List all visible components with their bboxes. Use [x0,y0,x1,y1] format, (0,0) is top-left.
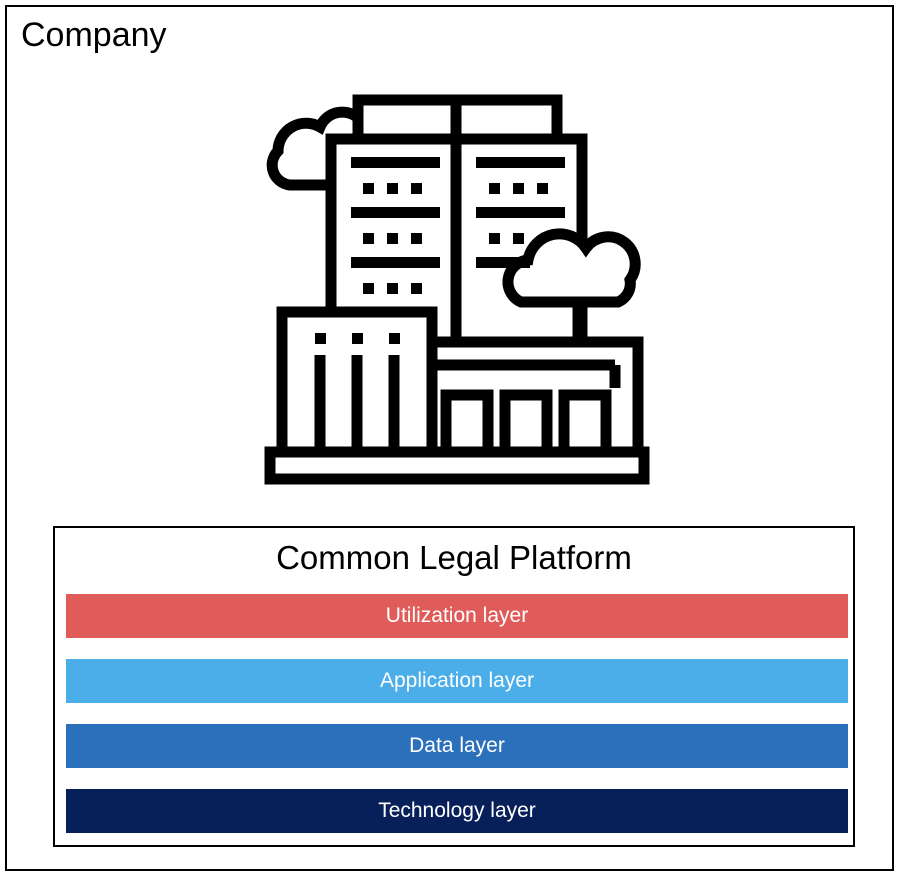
application-layer: Application layer [66,659,848,703]
company-box: Company [5,5,894,871]
data-layer-label: Data layer [409,734,505,757]
office-building-icon [264,94,650,485]
utilization-layer-label: Utilization layer [385,604,529,627]
utilization-layer: Utilization layer [66,594,848,638]
technology-layer: Technology layer [66,789,848,833]
platform-title: Common Legal Platform [276,539,632,576]
company-title: Company [21,16,167,54]
common-legal-platform-box: Common Legal Platform Utilization layer … [53,526,855,847]
data-layer: Data layer [66,724,848,768]
application-layer-label: Application layer [379,669,535,692]
technology-layer-label: Technology layer [378,799,536,822]
